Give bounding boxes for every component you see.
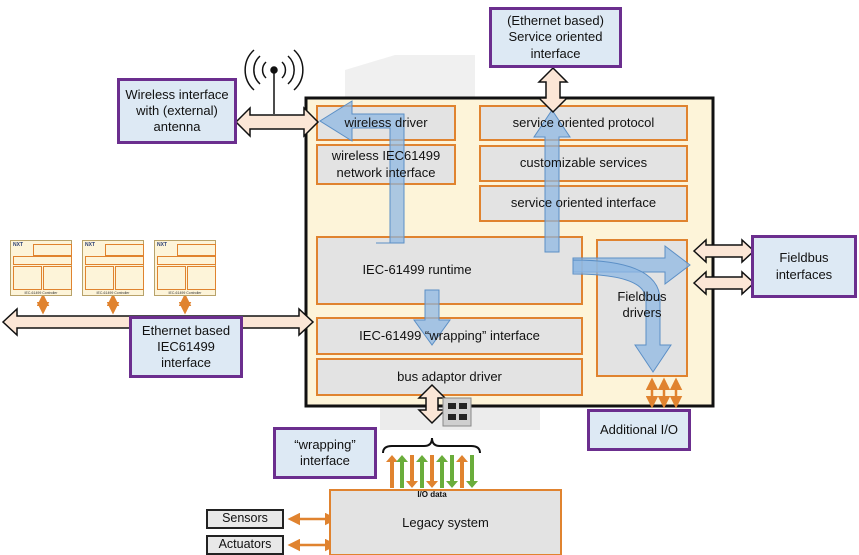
- device-backdrop: [345, 55, 475, 100]
- blue-arrow-service: [533, 109, 571, 253]
- label-ethernet-iec: Ethernet based IEC61499 interface: [129, 316, 243, 378]
- io-data-arrows: [386, 455, 478, 488]
- label-runtime: IEC-61499 runtime: [362, 261, 472, 277]
- blue-arrow-runtime-down: [413, 289, 451, 346]
- label-legacy: Legacy system: [402, 514, 489, 530]
- controller-logo: NXT: [85, 242, 95, 248]
- box-service-interface: [479, 185, 688, 222]
- controller-caption: IEC-61499 Controller: [24, 291, 58, 295]
- box-bus-adaptor: [316, 358, 583, 396]
- label-wireless-network: wireless IEC61499 network interface: [331, 148, 441, 180]
- label-additional-io: Additional I/O: [587, 409, 691, 451]
- box-legacy: [329, 489, 562, 555]
- label-fieldbus-iface: Fieldbus interfaces: [751, 235, 857, 298]
- controller-caption: IEC-61499 Controller: [96, 291, 130, 295]
- label-io-data: I/O data: [417, 489, 447, 499]
- label-service-protocol: service oriented protocol: [512, 114, 655, 130]
- label-fieldbus-drivers: Fieldbus drivers: [617, 288, 667, 320]
- box-custom-services: [479, 145, 688, 182]
- label-wireless-iface: Wireless interface with (external) anten…: [117, 78, 237, 144]
- label-bus-adaptor: bus adaptor driver: [397, 368, 502, 384]
- label-actuators: Actuators: [206, 535, 284, 555]
- label-wireless-driver: wireless driver: [344, 114, 428, 130]
- controller-logo: NXT: [157, 242, 167, 248]
- controller-thumb-1: NXT IEC-61499 Controller: [10, 240, 72, 296]
- controller-caption: IEC-61499 Controller: [168, 291, 202, 295]
- double-arrow-fieldbus-bottom: [692, 270, 756, 296]
- controller-thumb-3: NXT IEC-61499 Controller: [154, 240, 216, 296]
- antenna-icon: [244, 49, 304, 114]
- double-arrow-wireless: [234, 106, 320, 138]
- box-service-protocol: [479, 105, 688, 141]
- box-wireless-network: [316, 144, 456, 185]
- box-runtime: [316, 236, 583, 305]
- double-arrow-fieldbus-top: [692, 238, 756, 264]
- controller-thumb-2: NXT IEC-61499 Controller: [82, 240, 144, 296]
- blue-arrow-fieldbus-down: [572, 259, 672, 373]
- label-custom-services: customizable services: [519, 155, 648, 171]
- label-wrapping: “wrapping” interface: [273, 427, 377, 479]
- label-ethernet-service: (Ethernet based) Service oriented interf…: [489, 7, 622, 68]
- blue-arrow-wireless: [319, 100, 405, 244]
- double-arrow-bus: [417, 383, 447, 425]
- label-sensors: Sensors: [206, 509, 284, 529]
- double-arrow-service: [537, 66, 569, 114]
- controller-logo: NXT: [13, 242, 23, 248]
- box-wrapping: [316, 317, 583, 355]
- wrapping-brace: [382, 437, 481, 454]
- ethernet-ports: [442, 397, 472, 427]
- label-service-interface: service oriented interface: [510, 195, 657, 211]
- label-wrapping-iface: IEC-61499 “wrapping” interface: [359, 327, 540, 343]
